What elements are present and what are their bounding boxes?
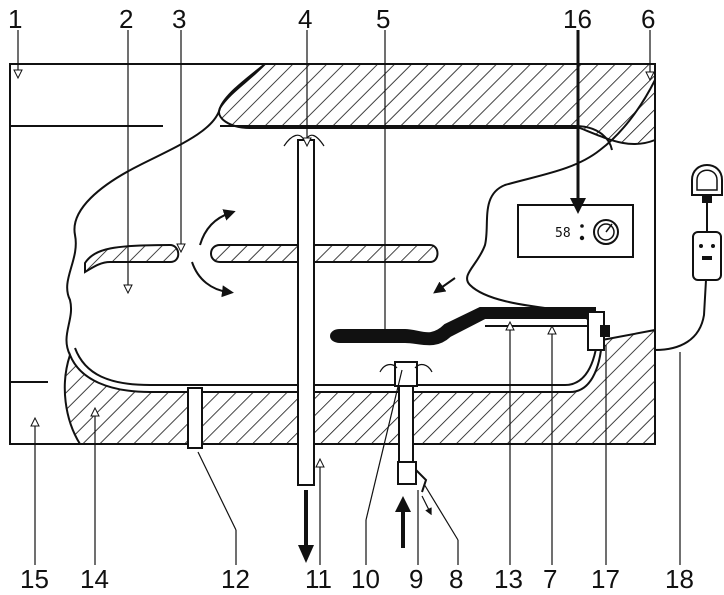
cutaway-outline	[65, 63, 266, 356]
outlet-flow-arrowhead	[298, 545, 314, 563]
bottom-connector	[187, 387, 203, 449]
knob-pointer	[605, 223, 613, 233]
power-cord	[654, 279, 707, 351]
callout-6: 6	[641, 4, 655, 34]
callout-17: 17	[591, 564, 620, 594]
callout-15: 15	[20, 564, 49, 594]
rcd-button-right	[711, 244, 715, 248]
callout-7: 7	[543, 564, 557, 594]
rcd-test-slot	[702, 256, 712, 260]
inlet-flow-arrowhead	[395, 496, 411, 512]
callout-18: 18	[665, 564, 694, 594]
temperature-knob-inner	[597, 223, 615, 241]
callout-10: 10	[351, 564, 380, 594]
leader-arrowheads	[13, 69, 655, 468]
callout-14: 14	[80, 564, 109, 594]
thermostat-display: 58	[555, 226, 571, 241]
heating-element	[330, 307, 596, 346]
inner-tank-bottom-wall	[74, 334, 599, 386]
baffle-right	[210, 244, 439, 263]
rcd-button-left	[699, 244, 703, 248]
callout-12: 12	[221, 564, 250, 594]
indicator-dot-bottom	[579, 235, 585, 241]
callout-3: 3	[172, 4, 186, 34]
indicator-dot-top	[580, 224, 584, 228]
circulation-arrow-right	[433, 277, 456, 294]
hot-water-outlet-pipe	[297, 139, 315, 486]
plug-stem	[702, 195, 712, 203]
drain-valve	[397, 461, 417, 485]
circulation-arrow-lower	[191, 261, 234, 298]
callout-5: 5	[376, 4, 390, 34]
diffuser-flow-icon	[379, 363, 433, 373]
leader-lines	[17, 30, 681, 565]
flange-bolt	[600, 325, 610, 337]
callout-16: 16	[563, 4, 592, 34]
callout-8: 8	[449, 564, 463, 594]
inlet-diffuser	[394, 361, 418, 387]
circulation-arrow-upper	[199, 209, 236, 246]
callout-1: 1	[8, 4, 22, 34]
callout-2: 2	[119, 4, 133, 34]
inner-tank-top-wall	[220, 125, 613, 151]
drain-flow-arrow	[421, 495, 432, 516]
callout-13: 13	[494, 564, 523, 594]
callout-11: 11	[305, 564, 332, 594]
insulation-bottom	[63, 328, 656, 445]
callout-9: 9	[409, 564, 423, 594]
valve-handle	[415, 469, 428, 493]
mains-plug-face	[696, 169, 718, 191]
callout-4: 4	[298, 4, 312, 34]
baffle-left	[84, 243, 180, 274]
